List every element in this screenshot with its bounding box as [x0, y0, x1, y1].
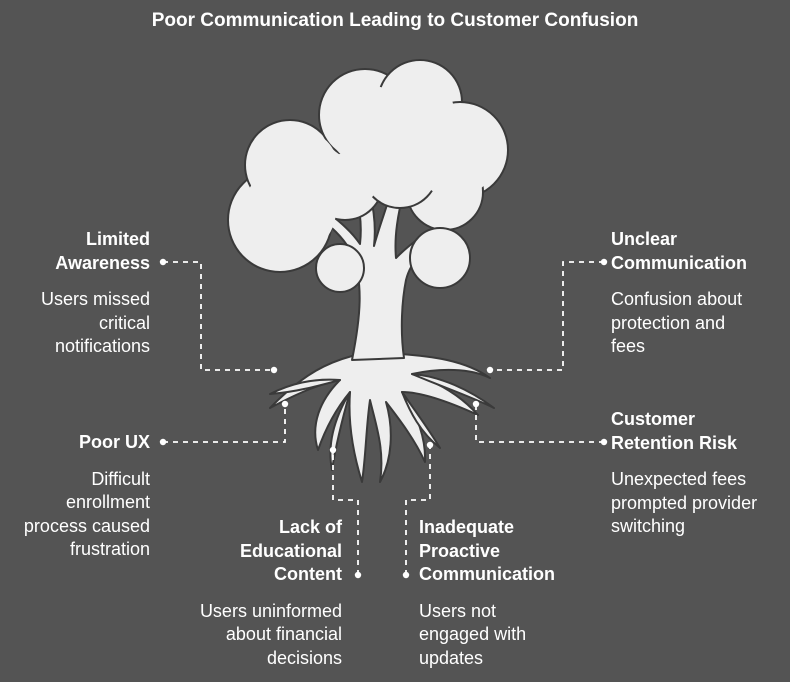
connector-lack-educational [332, 450, 359, 575]
connector-dots [159, 258, 608, 579]
tree-illustration [227, 59, 509, 483]
diagram-title: Poor Communication Leading to Customer C… [151, 10, 639, 31]
connector-poor-ux [163, 404, 286, 443]
cause-title: Poor UX [78, 432, 150, 452]
tree-roots [269, 353, 495, 483]
connectors [163, 261, 604, 575]
connector-customer-retention [475, 404, 604, 443]
connector-unclear-communication [490, 261, 604, 371]
connector-limited-awareness [163, 261, 274, 371]
